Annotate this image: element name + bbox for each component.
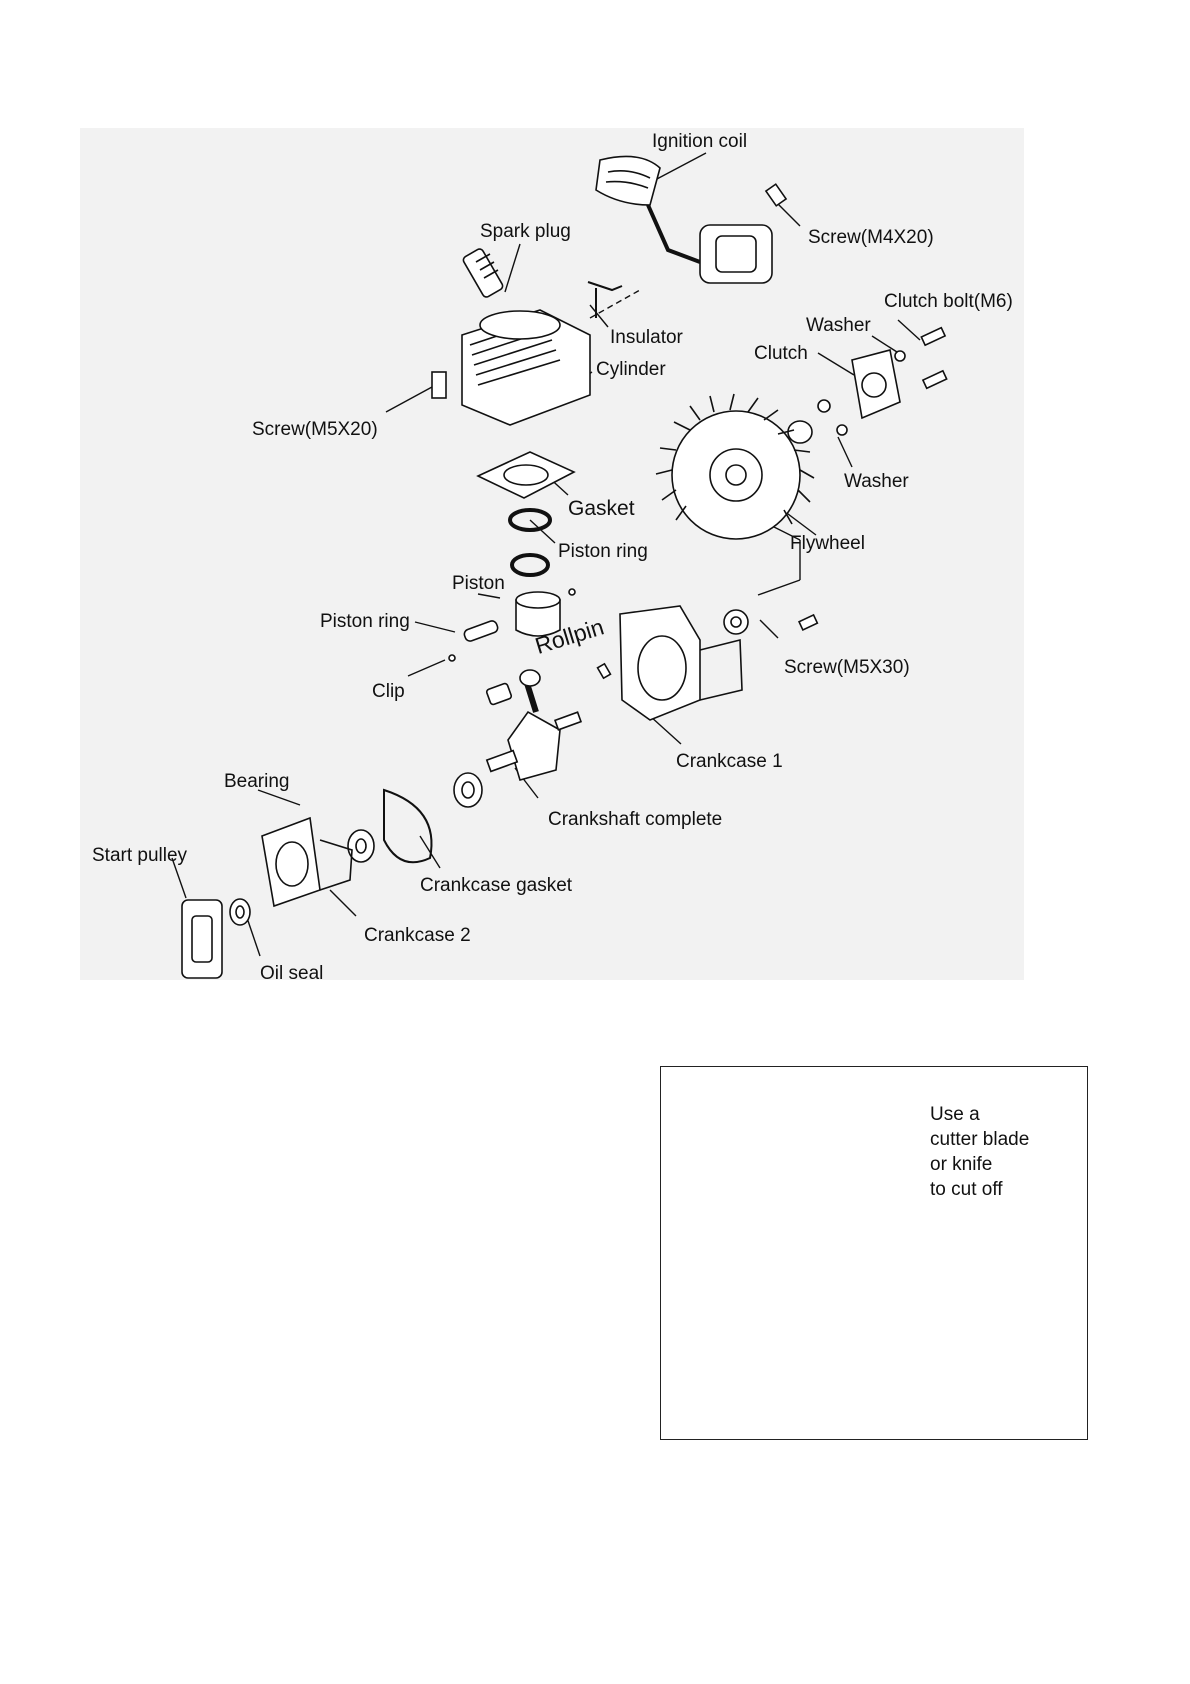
label-screw-m5x20: Screw(M5X20) [252,419,378,440]
label-crankcase-2: Crankcase 2 [364,925,471,946]
label-clutch-bolt: Clutch bolt(M6) [884,291,1013,312]
label-insulator: Insulator [610,327,683,348]
inset-note: Use a cutter blade or knife to cut off [930,1102,1029,1202]
label-piston-ring-left: Piston ring [320,611,410,632]
label-washer-top: Washer [806,315,871,336]
label-piston-ring-top: Piston ring [558,541,648,562]
inset-figure-frame [660,1066,1088,1440]
label-screw-m4x20: Screw(M4X20) [808,227,934,248]
label-clutch: Clutch [754,343,808,364]
label-start-pulley: Start pulley [92,845,188,866]
inset-note-line: Use a [930,1104,980,1125]
label-piston: Piston [452,573,505,594]
inset-note-line: to cut off [930,1179,1003,1200]
inset-note-line: or knife [930,1154,993,1175]
label-washer-bottom: Washer [844,471,909,492]
label-screw-m5x30: Screw(M5X30) [784,657,910,678]
label-crankshaft-complete: Crankshaft complete [548,809,723,830]
label-crankcase-gasket: Crankcase gasket [420,875,573,896]
label-clip: Clip [372,681,405,702]
label-ignition-coil: Ignition coil [652,131,748,152]
exploded-view-panel [80,128,1024,980]
inset-note-line: cutter blade [930,1129,1030,1150]
label-cylinder: Cylinder [596,359,666,380]
label-bearing: Bearing [224,771,290,792]
label-crankcase-1: Crankcase 1 [676,751,783,772]
label-spark-plug: Spark plug [480,221,571,242]
label-flywheel: Flywheel [790,533,865,554]
label-gasket: Gasket [568,497,635,520]
label-oil-seal: Oil seal [260,963,324,984]
